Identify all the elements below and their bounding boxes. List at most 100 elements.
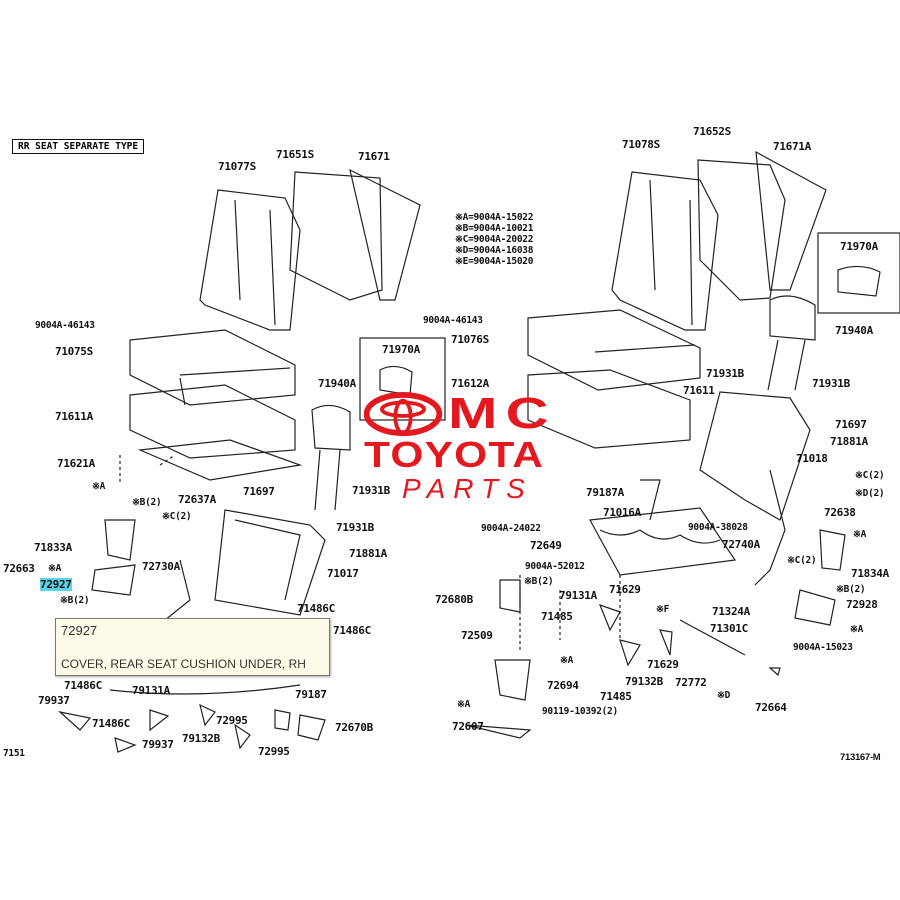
part-label[interactable]: 71017 [327, 567, 359, 580]
legend-item: ※E=9004A-15020 [455, 256, 534, 267]
part-label[interactable]: 72637A [178, 493, 216, 506]
part-label[interactable]: 71486C [64, 679, 102, 692]
part-label[interactable]: 71833A [34, 541, 72, 554]
part-label[interactable]: 79132B [625, 675, 663, 688]
part-label[interactable]: 71611 [683, 384, 715, 397]
part-label[interactable]: 71078S [622, 138, 660, 151]
part-label[interactable]: 71077S [218, 160, 256, 173]
part-label[interactable]: 71940A [835, 324, 873, 337]
part-label[interactable]: 71931B [352, 484, 390, 497]
part-label[interactable]: 71931B [812, 377, 850, 390]
part-label[interactable]: 72730A [142, 560, 180, 573]
part-label[interactable]: 72664 [755, 701, 787, 714]
part-label[interactable]: 71611A [55, 410, 93, 423]
part-label[interactable]: 72680B [435, 593, 473, 606]
part-label[interactable]: 9004A-24022 [481, 523, 541, 534]
part-label[interactable]: 71671 [358, 150, 390, 163]
part-label[interactable]: 72772 [675, 676, 707, 689]
diagram-code-left: 7151 [3, 748, 25, 759]
part-label[interactable]: 71697 [835, 418, 867, 431]
right-board [755, 150, 827, 291]
part-label[interactable]: 9004A-46143 [35, 320, 95, 331]
part-label[interactable]: 72663 [3, 562, 35, 575]
part-label[interactable]: 71629 [609, 583, 641, 596]
part-label[interactable]: 72607 [452, 720, 484, 733]
part-label[interactable]: 79187A [586, 486, 624, 499]
part-label[interactable]: 71075S [55, 345, 93, 358]
part-label[interactable]: 90119-10392(2) [542, 706, 618, 717]
part-label[interactable]: 79937 [142, 738, 174, 751]
part-label[interactable]: 71016A [603, 506, 641, 519]
left-cushion-pad [129, 384, 296, 459]
fastener-ref: ※F [656, 604, 670, 615]
fastener-ref: ※B(2) [132, 497, 162, 508]
fastener-ref: ※A [48, 563, 62, 574]
part-label[interactable]: 71612A [451, 377, 489, 390]
part-label[interactable]: 9004A-46143 [423, 315, 483, 326]
part-label[interactable]: 71652S [693, 125, 731, 138]
watermark-parts: PARTS [402, 473, 533, 504]
part-label[interactable]: 72740A [722, 538, 760, 551]
tooltip-description: COVER, REAR SEAT CUSHION UNDER, RH [61, 657, 306, 671]
part-label[interactable]: 79937 [38, 694, 70, 707]
part-label[interactable]: 71931B [706, 367, 744, 380]
part-label[interactable]: 72995 [258, 745, 290, 758]
part-label[interactable]: 71486C [297, 602, 335, 615]
part-label[interactable]: 79132B [182, 732, 220, 745]
part-label[interactable]: 72995 [216, 714, 248, 727]
fastener-ref: ※B(2) [836, 584, 866, 595]
watermark-toyota: TOYOTA [364, 434, 545, 475]
part-label[interactable]: 71697 [243, 485, 275, 498]
legend-item: ※D=9004A-16038 [455, 245, 534, 256]
legend-item: ※A=9004A-15022 [455, 212, 534, 223]
headrest-box-left [359, 337, 446, 421]
legend-item: ※B=9004A-10021 [455, 223, 534, 234]
part-label-selected[interactable]: 72927 [40, 578, 72, 591]
part-label[interactable]: 71940A [318, 377, 356, 390]
part-label[interactable]: 71629 [647, 658, 679, 671]
part-label[interactable]: 79131A [559, 589, 597, 602]
left-headrest [311, 404, 351, 451]
part-tooltip: 72927 COVER, REAR SEAT CUSHION UNDER, RH [55, 618, 330, 676]
part-label[interactable]: 9004A-38028 [688, 522, 748, 533]
part-label[interactable]: 71018 [796, 452, 828, 465]
part-label[interactable]: 79187 [295, 688, 327, 701]
part-label[interactable]: 79131A [132, 684, 170, 697]
headrest-box-right [817, 232, 900, 314]
fastener-ref: ※D(2) [855, 488, 885, 499]
part-label[interactable]: 71881A [830, 435, 868, 448]
fastener-ref: ※C(2) [162, 511, 192, 522]
part-label[interactable]: 9004A-52012 [525, 561, 585, 572]
part-label[interactable]: 71486C [92, 717, 130, 730]
part-label[interactable]: 71324A [712, 605, 750, 618]
part-label[interactable]: 71301C [710, 622, 748, 635]
part-label[interactable]: 72649 [530, 539, 562, 552]
part-label[interactable]: 71970A [382, 343, 420, 356]
part-label[interactable]: 72694 [547, 679, 579, 692]
part-label[interactable]: 72670B [335, 721, 373, 734]
fastener-legend: ※A=9004A-15022 ※B=9004A-10021 ※C=9004A-2… [455, 212, 533, 267]
tooltip-part-number: 72927 [61, 623, 98, 638]
part-label[interactable]: 71671A [773, 140, 811, 153]
right-seat-frame [589, 507, 737, 576]
part-label[interactable]: 71931B [336, 521, 374, 534]
part-label[interactable]: 71485 [600, 690, 632, 703]
part-label[interactable]: 9004A-15023 [793, 642, 853, 653]
part-label[interactable]: 72638 [824, 506, 856, 519]
part-label[interactable]: 72509 [461, 629, 493, 642]
part-label[interactable]: 71834A [851, 567, 889, 580]
part-label[interactable]: 71621A [57, 457, 95, 470]
fastener-ref: ※A [457, 699, 471, 710]
fastener-ref: ※C(2) [787, 555, 817, 566]
part-label[interactable]: 71076S [451, 333, 489, 346]
diagram-code-right: 713167-M [840, 752, 881, 763]
part-label[interactable]: 71485 [541, 610, 573, 623]
part-label[interactable]: 71881A [349, 547, 387, 560]
part-label[interactable]: 72928 [846, 598, 878, 611]
part-label[interactable]: 71970A [840, 240, 878, 253]
part-label[interactable]: 71651S [276, 148, 314, 161]
right-seatback-cover [697, 159, 786, 301]
part-label[interactable]: 71486C [333, 624, 371, 637]
